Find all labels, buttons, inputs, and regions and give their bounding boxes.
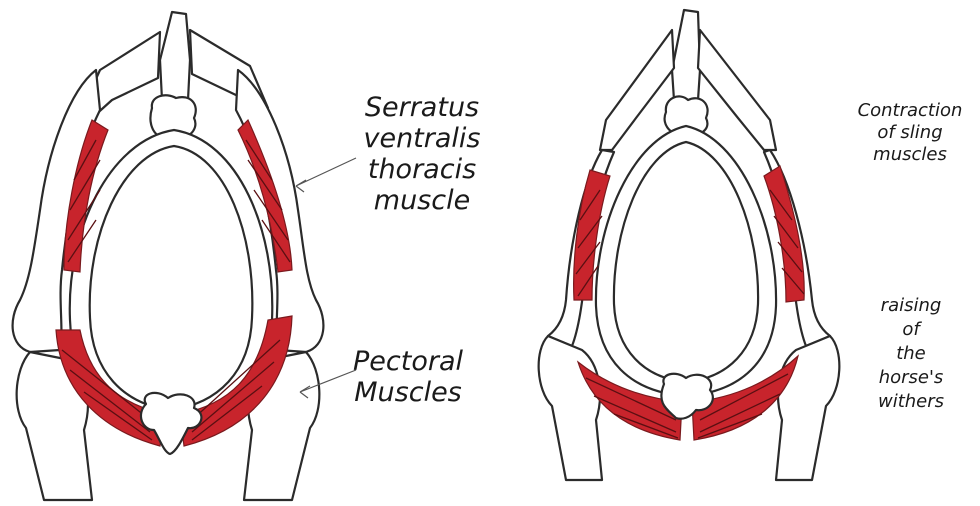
left-figure [13,12,356,500]
raising-label-line-4: horse's [856,366,966,390]
contraction-label: Contraction of sling muscles [846,100,974,166]
pectoral-label-line-2: Muscles [348,377,468,408]
serratus-label-line-3: thoracis [352,154,492,185]
serratus-label-line-2: ventralis [352,123,492,154]
serratus-label: Serratus ventralis thoracis muscle [352,92,492,216]
contraction-label-line-2: of sling [846,122,974,144]
raising-label-line-2: of [856,318,966,342]
pectoral-label: Pectoral Muscles [348,346,468,408]
raising-withers-label: raising of the horse's withers [856,294,966,414]
serratus-label-line-1: Serratus [352,92,492,123]
raising-label-line-1: raising [856,294,966,318]
right-figure [539,10,840,480]
raising-label-line-3: the [856,342,966,366]
raising-label-line-5: withers [856,390,966,414]
right-rib-cage [596,126,776,396]
serratus-pointer-arrow [296,158,356,192]
contraction-label-line-3: muscles [846,144,974,166]
contraction-label-line-1: Contraction [846,100,974,122]
left-sternum [141,393,201,454]
pectoral-label-line-1: Pectoral [348,346,468,377]
serratus-label-line-4: muscle [352,185,492,216]
